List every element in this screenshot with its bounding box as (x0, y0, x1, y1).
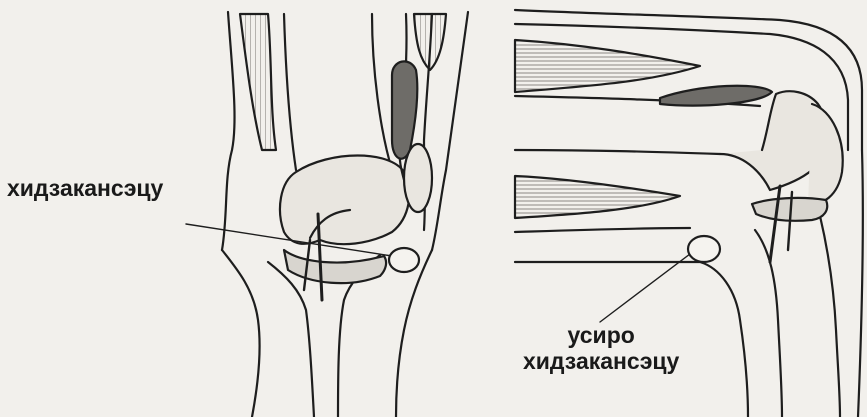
patella-side (808, 104, 843, 204)
thigh-muscle (515, 40, 700, 92)
femur-shaft (284, 14, 296, 170)
posterior-knee-bursa (688, 236, 720, 262)
calf-outline (515, 228, 690, 232)
tibial-plateau (284, 250, 386, 283)
ligament-side (770, 186, 780, 262)
patella (404, 144, 432, 212)
suprapatellar-bursa (392, 61, 417, 158)
leader-line-right (600, 254, 690, 322)
label-posterior-knee-joint: усиро хидзакансэцу (523, 322, 679, 374)
thigh-muscle-left (240, 14, 276, 150)
femur-lower-edge (515, 150, 720, 154)
label-posterior-line2: хидзакансэцу (523, 348, 679, 374)
tibia-left-edge (222, 250, 260, 417)
femur-condyle (280, 156, 409, 245)
label-posterior-line1: усиро (523, 322, 679, 348)
thigh-outline (222, 12, 235, 250)
suprapatellar-bursa-side (660, 86, 772, 106)
calf-muscle (515, 176, 680, 218)
tibia-right-edge (396, 250, 432, 417)
label-knee-joint: хидзакансэцу (7, 175, 163, 201)
front-view-knee (186, 12, 468, 417)
knee-joint-bursa (389, 248, 419, 272)
